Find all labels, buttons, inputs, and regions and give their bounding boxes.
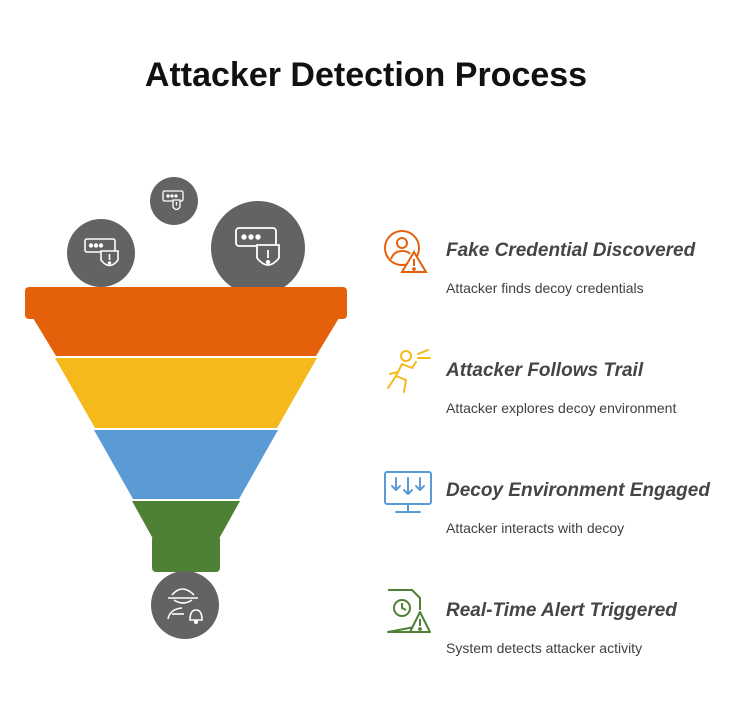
funnel-stage-1 [25,287,347,356]
user-warning-icon [384,230,428,273]
step-title: Attacker Follows Trail [446,360,644,381]
medium-credential-bubble [67,219,135,287]
page-title: Attacker Detection Process [144,56,588,94]
attacker-alert-bubble [151,571,219,639]
step-title: Fake Credential Discovered [446,240,696,261]
credential-shield-icon [235,227,280,266]
step-follows-trail: Attacker Follows Trail Attacker explores… [382,346,732,426]
step-title: Decoy Environment Engaged [446,480,710,501]
step-description: Attacker interacts with decoy [446,520,625,536]
large-credential-bubble [211,201,305,295]
step-description: System detects attacker activity [446,640,643,656]
attacker-alert-icon [167,588,203,625]
step-description: Attacker finds decoy credentials [446,280,644,296]
funnel-stage-4 [132,501,240,572]
funnel-stage-3 [94,430,278,499]
small-credential-bubble [150,177,198,225]
running-person-icon [387,349,431,393]
credential-shield-icon [84,238,119,267]
step-title: Real-Time Alert Triggered [446,600,677,621]
step-fake-credential: Fake Credential Discovered Attacker find… [382,226,732,306]
document-clock-warning-icon [387,589,431,633]
step-decoy-engaged: Decoy Environment Engaged Attacker inter… [382,466,732,546]
credential-shield-icon [162,190,184,211]
step-alert-triggered: Real-Time Alert Triggered System detects… [382,586,732,666]
step-description: Attacker explores decoy environment [446,400,677,416]
funnel-stage-2 [55,358,317,428]
monitor-download-icon [384,471,432,513]
